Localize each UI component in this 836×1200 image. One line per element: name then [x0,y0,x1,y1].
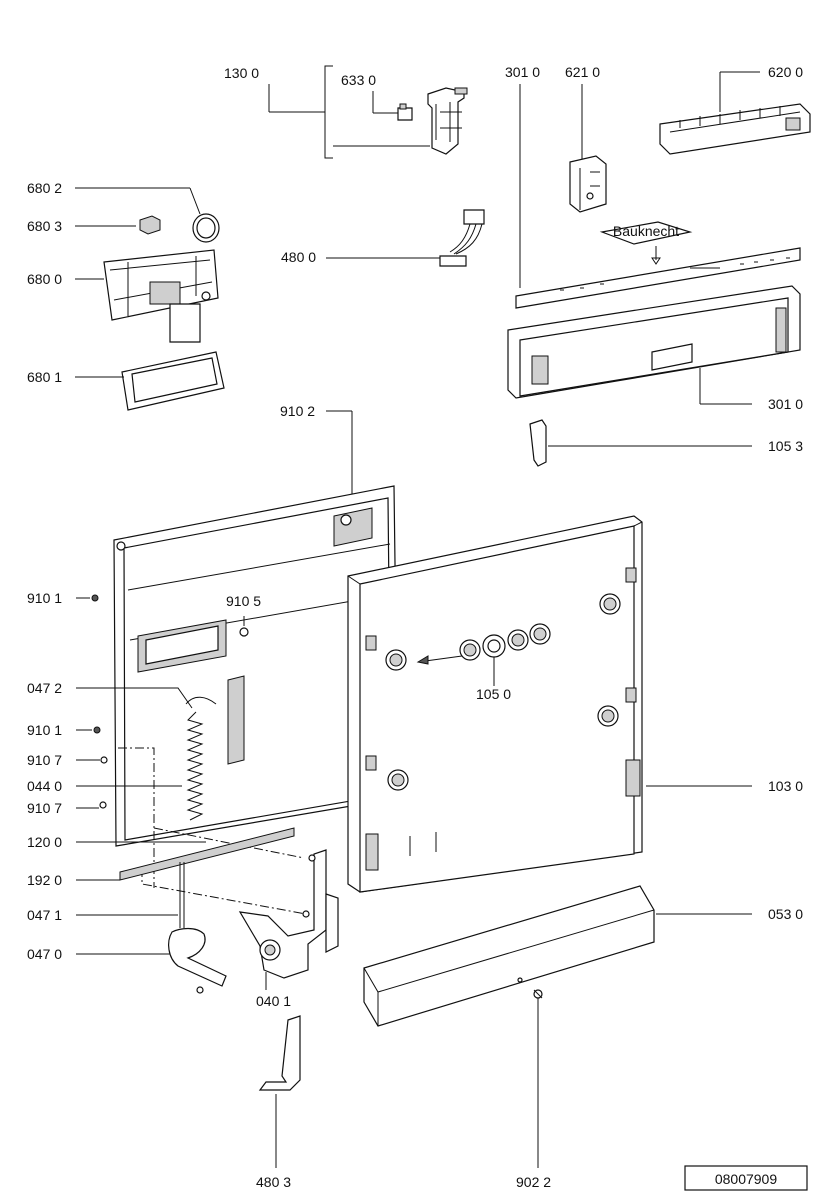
part-480-0-cable [439,209,485,267]
brand-label-plate: Bauknecht [599,221,693,265]
part-040-1-hinge-bracket [238,849,339,979]
label-680-1: 680 1 [27,369,62,385]
label-680-0: 680 0 [27,271,62,287]
screw-910-7-upper [100,756,108,764]
label-192-0: 192 0 [27,872,62,888]
label-480-0: 480 0 [281,249,316,265]
document-code-box: 08007909 [684,1165,808,1191]
label-044-0: 044 0 [27,778,62,794]
label-910-5: 910 5 [226,593,261,609]
label-301-0: 301 0 [768,396,803,412]
part-620-0-electronics-board [659,103,811,155]
part-130-0-lock [427,87,468,155]
label-053-0: 053 0 [768,906,803,922]
label-910-7-upper: 910 7 [27,752,62,768]
label-680-2: 680 2 [27,180,62,196]
part-105-3-bracket [529,419,547,467]
label-621-0: 621 0 [565,64,600,80]
screw-902-2 [533,989,543,999]
label-130-0: 130 0 [224,65,259,81]
part-680-2-gasket-ring [192,213,220,243]
screw-910-5 [239,627,249,637]
label-910-1-bottom: 910 1 [27,722,62,738]
label-910-7-lower: 910 7 [27,800,62,816]
label-301-0-top: 301 0 [505,64,540,80]
label-480-3: 480 3 [256,1174,291,1190]
label-910-2: 910 2 [280,403,315,419]
label-105-0: 105 0 [476,686,511,702]
label-910-1-top: 910 1 [27,590,62,606]
screw-910-1-top [91,594,99,602]
part-103-0-outer-door [347,515,643,893]
label-047-2: 047 2 [27,680,62,696]
label-105-3: 105 3 [768,438,803,454]
part-047-1-link [179,862,185,928]
label-620-0: 620 0 [768,64,803,80]
part-301-0-panel-fascia [507,285,801,399]
part-047-0-lever [168,927,227,994]
label-047-1: 047 1 [27,907,62,923]
part-680-3-clip [139,215,161,235]
part-control-strip [515,247,801,309]
part-680-0-dispenser [103,249,219,343]
label-040-1: 040 1 [256,993,291,1009]
bracket-130-0 [317,65,333,159]
part-inner-door-frame [113,485,399,847]
screw-910-1-bottom [93,726,101,734]
label-103-0: 103 0 [768,778,803,794]
part-053-0-kick-panel [363,885,655,1027]
label-120-0: 120 0 [27,834,62,850]
part-680-1-seal-frame [121,351,225,411]
label-047-0: 047 0 [27,946,62,962]
part-480-3-bracket [258,1015,301,1091]
document-code: 08007909 [715,1171,778,1187]
screw-910-7-lower [99,801,107,809]
part-621-0-module [569,155,607,213]
label-902-2: 902 2 [516,1174,551,1190]
brand-mark: Bauknecht [613,223,679,239]
label-680-3: 680 3 [27,218,62,234]
part-633-0-switch [397,103,413,121]
part-192-0-hinge-rail [119,827,295,881]
part-047-2-hook [185,696,217,705]
label-633-0: 633 0 [341,72,376,88]
part-044-0-spring [186,711,204,821]
